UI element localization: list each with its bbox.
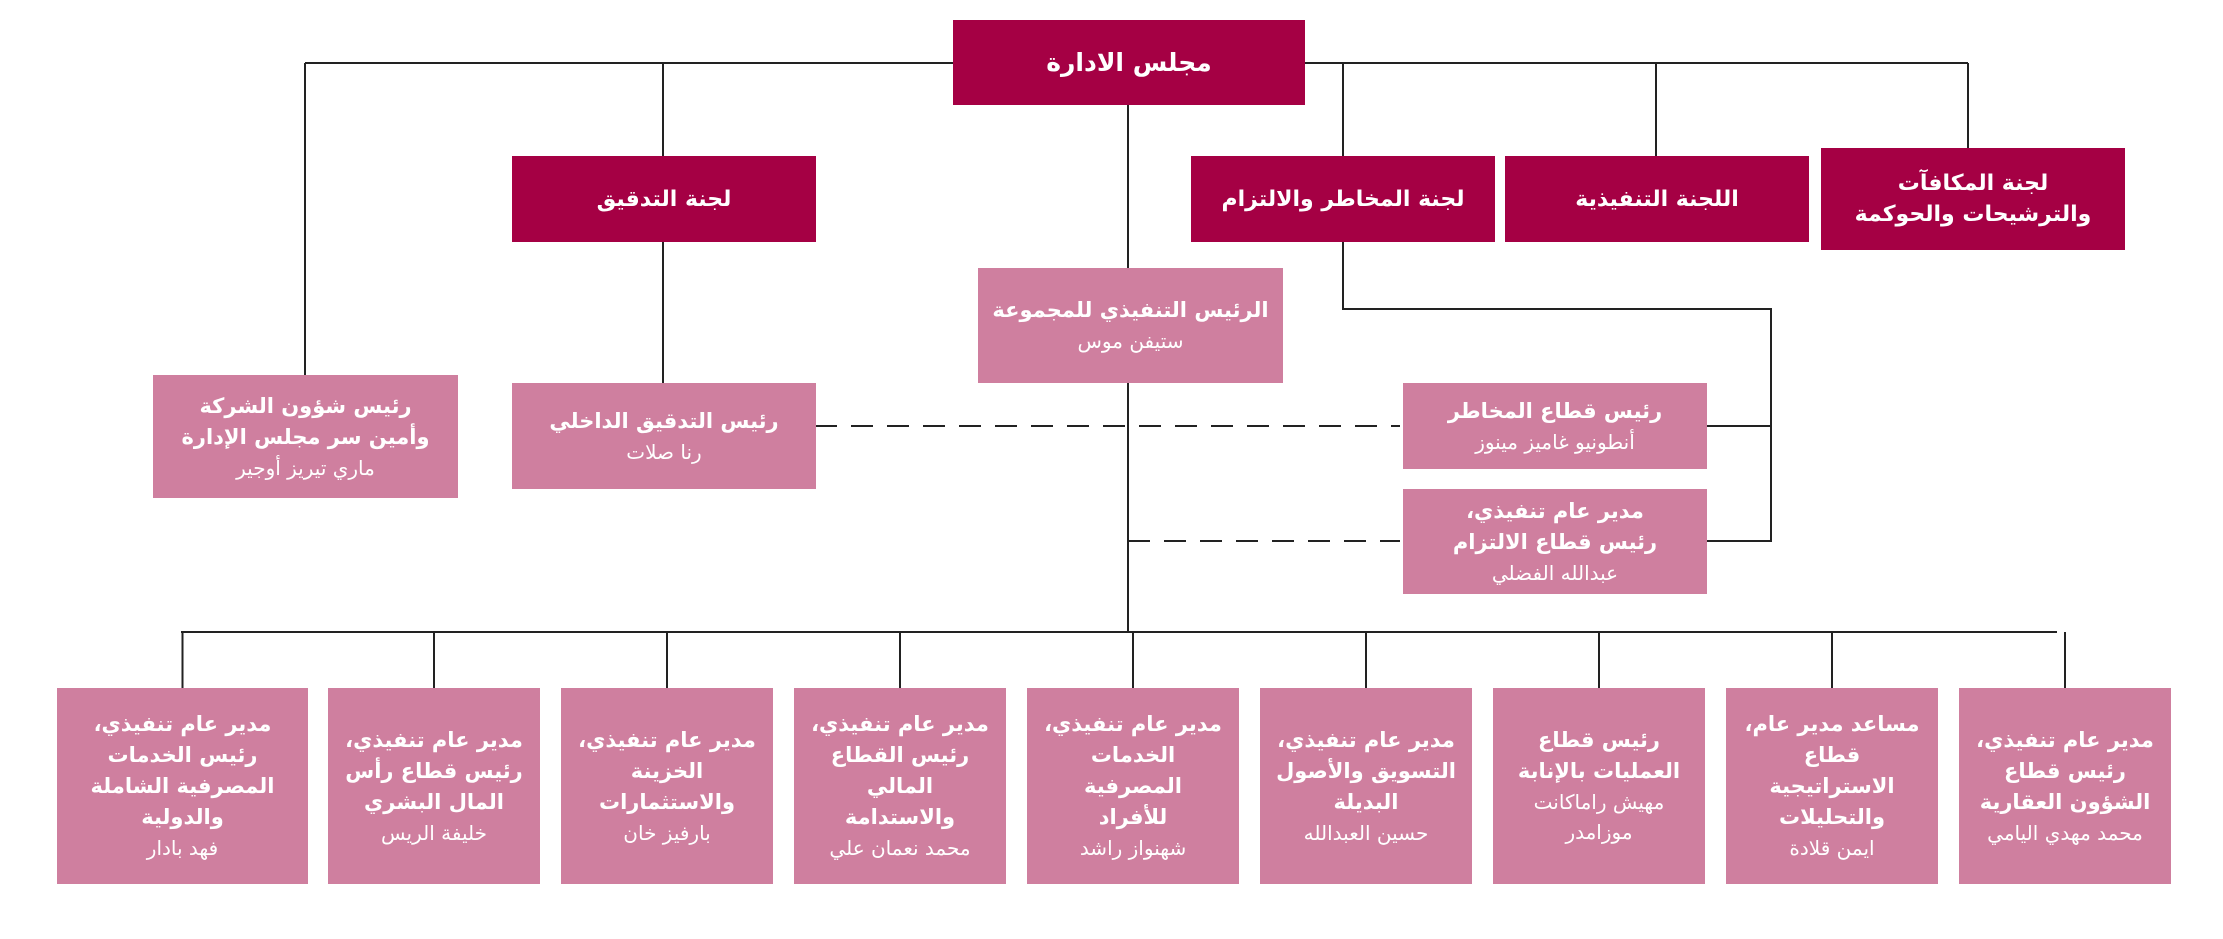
executive-box-3: مدير عام تنفيذي، رئيس القطاع المالي والا… — [794, 688, 1006, 884]
chief-compliance-title: مدير عام تنفيذي، رئيس قطاع الالتزام — [1452, 498, 1658, 554]
group-ceo-box: الرئيس التنفيذي للمجموعة ستيفن موس — [978, 268, 1283, 383]
audit-committee-title: لجنة التدقيق — [596, 186, 732, 212]
executive-box-8: مدير عام تنفيذي، رئيس قطاع الشؤون العقار… — [1959, 688, 2171, 884]
executive-name: فهد بادار — [146, 836, 219, 860]
executive-title: مدير عام تنفيذي، رئيس قطاع الشؤون العقار… — [1976, 727, 2154, 814]
executive-title: مساعد مدير عام، قطاع الاستراتيجية والتحل… — [1744, 712, 1920, 829]
board-of-directors-box: مجلس الادارة — [953, 20, 1305, 105]
remuneration-committee-box: لجنة المكافآت والترشيحات والحوكمة — [1821, 148, 2125, 250]
group-ceo-title: الرئيس التنفيذي للمجموعة — [992, 298, 1269, 322]
executive-box-4: مدير عام تنفيذي، الخدمات المصرفية للأفرا… — [1027, 688, 1239, 884]
executive-name: مهيش راماكانت موزامدر — [1533, 790, 1665, 844]
remuneration-committee-title: لجنة المكافآت والترشيحات والحوكمة — [1854, 171, 2092, 227]
executive-committee-title: اللجنة التنفيذية — [1575, 186, 1739, 212]
executive-name: شهنواز راشد — [1079, 836, 1187, 860]
audit-committee-box: لجنة التدقيق — [512, 156, 816, 242]
executive-title: رئيس قطاع العمليات بالإنابة — [1517, 728, 1681, 783]
chief-compliance-name: عبدالله الفضلي — [1491, 560, 1619, 585]
executive-box-1: مدير عام تنفيذي، رئيس قطاع رأس المال الب… — [328, 688, 540, 884]
internal-audit-title: رئيس التدقيق الداخلي — [549, 408, 779, 433]
executive-title: مدير عام تنفيذي، رئيس القطاع المالي والا… — [811, 712, 989, 829]
executive-name: حسين العبدالله — [1303, 820, 1429, 845]
chief-risk-title: رئيس قطاع المخاطر — [1447, 398, 1663, 423]
executive-title: مدير عام تنفيذي، الخدمات المصرفية للأفرا… — [1044, 712, 1222, 829]
executive-box-0: مدير عام تنفيذي، رئيس الخدمات المصرفية ا… — [57, 688, 308, 884]
internal-audit-name: رنا صلات — [626, 439, 702, 464]
executive-name: محمد مهدي اليامي — [1987, 820, 2143, 845]
corporate-secretary-name: ماري تيريز أوجير — [236, 455, 375, 480]
group-ceo-name: ستيفن موس — [1077, 329, 1184, 353]
internal-audit-box: رئيس التدقيق الداخلي رنا صلات — [512, 383, 816, 489]
executive-box-2: مدير عام تنفيذي، الخزينة والاستثمارات با… — [561, 688, 773, 884]
risk-committee-title: لجنة المخاطر والالتزام — [1221, 186, 1465, 212]
executive-title: مدير عام تنفيذي، الخزينة والاستثمارات — [578, 727, 756, 814]
executive-box-5: مدير عام تنفيذي، التسويق والأصول البديلة… — [1260, 688, 1472, 884]
executive-name: محمد نعمان علي — [829, 836, 971, 860]
executive-box-6: رئيس قطاع العمليات بالإنابة مهيش راماكان… — [1493, 688, 1705, 884]
chief-compliance-box: مدير عام تنفيذي، رئيس قطاع الالتزام عبدا… — [1403, 489, 1707, 594]
chief-risk-name: أنطونيو غاميز مينوز — [1475, 429, 1635, 454]
risk-compliance-committee-box: لجنة المخاطر والالتزام — [1191, 156, 1495, 242]
executive-name: ايمن قلادة — [1789, 836, 1875, 860]
chief-risk-box: رئيس قطاع المخاطر أنطونيو غاميز مينوز — [1403, 383, 1707, 469]
executive-title: مدير عام تنفيذي، رئيس الخدمات المصرفية ا… — [90, 712, 275, 829]
executive-name: بارفيز خان — [623, 820, 711, 845]
executive-title: مدير عام تنفيذي، رئيس قطاع رأس المال الب… — [345, 727, 523, 814]
executive-title: مدير عام تنفيذي، التسويق والأصول البديلة — [1276, 727, 1456, 814]
executive-name: خليفة الريس — [381, 820, 487, 845]
board-title: مجلس الادارة — [1046, 48, 1212, 77]
corporate-secretary-title: رئيس شؤون الشركة وأمين سر مجلس الإدارة — [181, 393, 430, 449]
executive-committee-box: اللجنة التنفيذية — [1505, 156, 1809, 242]
corporate-secretary-box: رئيس شؤون الشركة وأمين سر مجلس الإدارة م… — [153, 375, 458, 498]
executive-box-7: مساعد مدير عام، قطاع الاستراتيجية والتحل… — [1726, 688, 1938, 884]
